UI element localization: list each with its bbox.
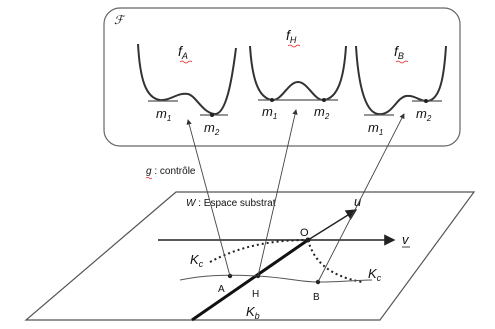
point-A-label: A xyxy=(218,284,225,295)
potential-fH-min1-point xyxy=(270,98,274,102)
arrow-A-to-fA xyxy=(186,119,231,277)
potential-fA-curve xyxy=(137,43,237,115)
potential-fB-m2-label: m2 xyxy=(416,106,432,123)
substrate-plane xyxy=(24,191,476,321)
potential-fB: fB m1 m2 xyxy=(355,43,447,137)
substrate-label: W : Espace substrat xyxy=(186,198,276,209)
potential-fA-name: fA xyxy=(178,43,188,61)
Kc-right-curve xyxy=(307,239,363,283)
control-label: g : contrôle xyxy=(146,166,196,177)
Kc-right-label: Kc xyxy=(368,266,382,283)
control-symbol-underline xyxy=(145,176,153,180)
Kc-left-curve xyxy=(209,239,309,263)
function-family-box xyxy=(103,7,461,147)
potential-fH-underline xyxy=(287,44,301,48)
potential-fA-m1-label: m1 xyxy=(156,106,171,123)
Kc-left-label: Kc xyxy=(190,252,204,269)
potential-fH-name: fH xyxy=(286,27,297,45)
control-path xyxy=(179,274,373,283)
potential-fB-min2-point xyxy=(424,99,428,103)
potential-fH: fH m1 m2 xyxy=(249,27,347,121)
arrow-B-to-fB xyxy=(317,113,405,283)
point-H-label: H xyxy=(252,289,259,300)
potential-fB-m1-label: m1 xyxy=(368,120,383,137)
potential-fH-curve xyxy=(249,45,347,101)
potential-fB-curve xyxy=(355,45,447,116)
Kb-line xyxy=(191,238,309,322)
potential-fH-m2-label: m2 xyxy=(314,104,330,121)
potential-fA: fA m1 m2 xyxy=(137,43,237,137)
potential-fA-underline xyxy=(179,60,193,64)
function-family-label: ℱ xyxy=(114,13,126,27)
u-axis xyxy=(307,209,358,241)
potential-fH-m1-label: m1 xyxy=(262,104,277,121)
potential-fA-min2-point xyxy=(210,113,214,117)
potential-fA-m2-label: m2 xyxy=(204,120,220,137)
point-O-label: O xyxy=(300,227,309,239)
point-B-label: B xyxy=(313,292,320,303)
potential-fB-underline xyxy=(395,60,409,64)
Kb-label: Kb xyxy=(246,304,260,321)
potential-fB-name: fB xyxy=(394,43,404,61)
arrow-H-to-fH xyxy=(257,109,298,277)
u-axis-label: u xyxy=(354,194,361,209)
v-axis-label: v xyxy=(402,232,410,247)
potential-fH-min2-point xyxy=(322,98,326,102)
